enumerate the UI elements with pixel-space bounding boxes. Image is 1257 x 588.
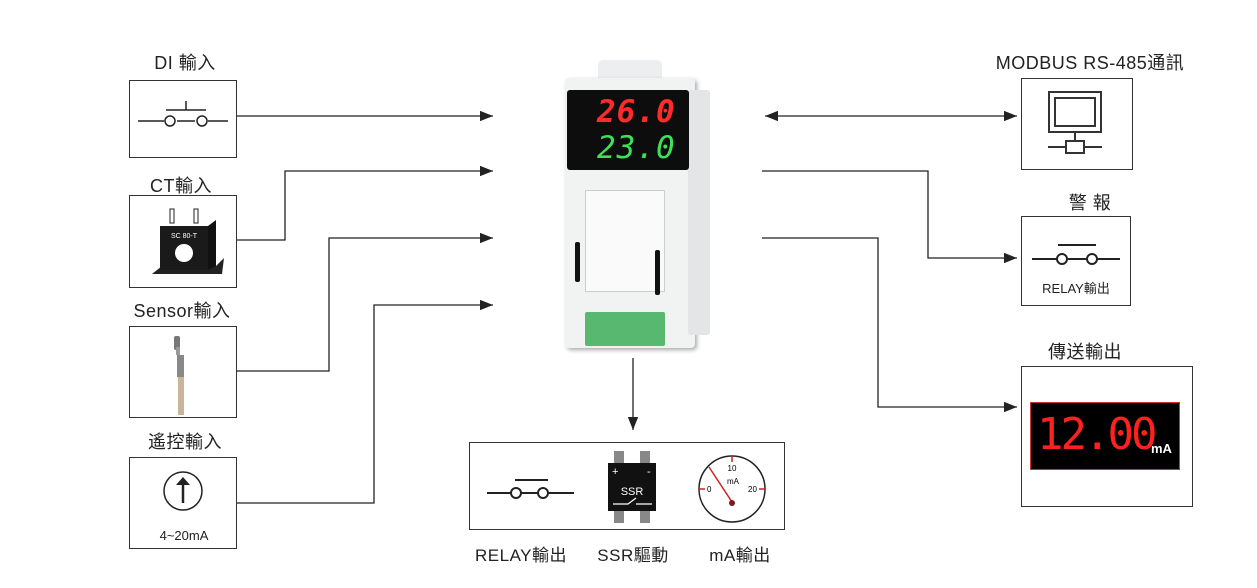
ssr-minus: - (647, 466, 651, 478)
terminal-block (585, 312, 665, 346)
ct-input-box: SC 80-T (129, 195, 237, 288)
transmit-line (762, 237, 1017, 413)
thermocouple-sensor-icon (174, 336, 184, 415)
relay-contact-icon (1032, 244, 1120, 265)
gauge-max: 20 (748, 485, 757, 494)
remote-range-text: 4~20mA (159, 528, 209, 543)
controller-device-image: 26.0 23.0 (553, 60, 713, 356)
ma-output-label: mA輸出 (709, 546, 771, 565)
push-switch-icon (138, 101, 228, 127)
relay-output-label: RELAY輸出 (475, 546, 567, 565)
transmit-value: 12.00 (1037, 409, 1157, 460)
transmit-box: 12.00 mA (1021, 366, 1193, 507)
relay-icon (487, 479, 574, 499)
ssr-icon: + - SSR (608, 451, 656, 523)
alarm-box: RELAY輸出 (1021, 216, 1131, 306)
sensor-input-label: Sensor輸入 (133, 301, 231, 321)
transmit-label: 傳送輸出 (1048, 342, 1122, 362)
sv-readout: 23.0 (597, 130, 676, 166)
pv-readout: 26.0 (597, 94, 676, 130)
device-display: 26.0 23.0 (567, 90, 689, 170)
ct-input-label: CT輸入 (150, 176, 212, 196)
modbus-label: MODBUS RS-485通訊 (995, 53, 1185, 73)
ct-model-text: SC 80-T (171, 233, 198, 240)
sensor-line (237, 232, 493, 372)
remote-input-label: 遙控輸入 (148, 432, 222, 452)
transmit-unit: mA (1151, 441, 1172, 456)
gauge-min: 0 (707, 485, 712, 494)
gauge-mid: 10 (728, 464, 737, 473)
ssr-text: SSR (621, 486, 644, 498)
gauge-unit: mA (727, 477, 740, 486)
ssr-plus: + (612, 466, 618, 478)
computer-network-icon (1048, 91, 1102, 154)
remote-input-box: 4~20mA (129, 457, 237, 549)
sensor-input-box (129, 326, 237, 418)
control-output-icons: + - SSR 10 0 20 mA (487, 451, 766, 523)
current-source-icon (163, 471, 203, 511)
ct-line (237, 165, 493, 241)
transmit-display: 12.00 mA (1030, 402, 1180, 470)
alarm-line (762, 170, 1017, 264)
di-input-label: DI 輸入 (154, 53, 216, 73)
current-transformer-icon: SC 80-T (152, 208, 224, 274)
modbus-box (1021, 78, 1133, 170)
control-output-box: + - SSR 10 0 20 mA (469, 442, 785, 530)
alarm-label: 警 報 (1068, 193, 1112, 213)
remote-line (237, 299, 493, 504)
ma-gauge-icon: 10 0 20 mA (698, 455, 766, 523)
di-input-box (129, 80, 237, 158)
ssr-output-label: SSR驅動 (597, 546, 669, 565)
alarm-relay-text: RELAY輸出 (1042, 281, 1110, 296)
